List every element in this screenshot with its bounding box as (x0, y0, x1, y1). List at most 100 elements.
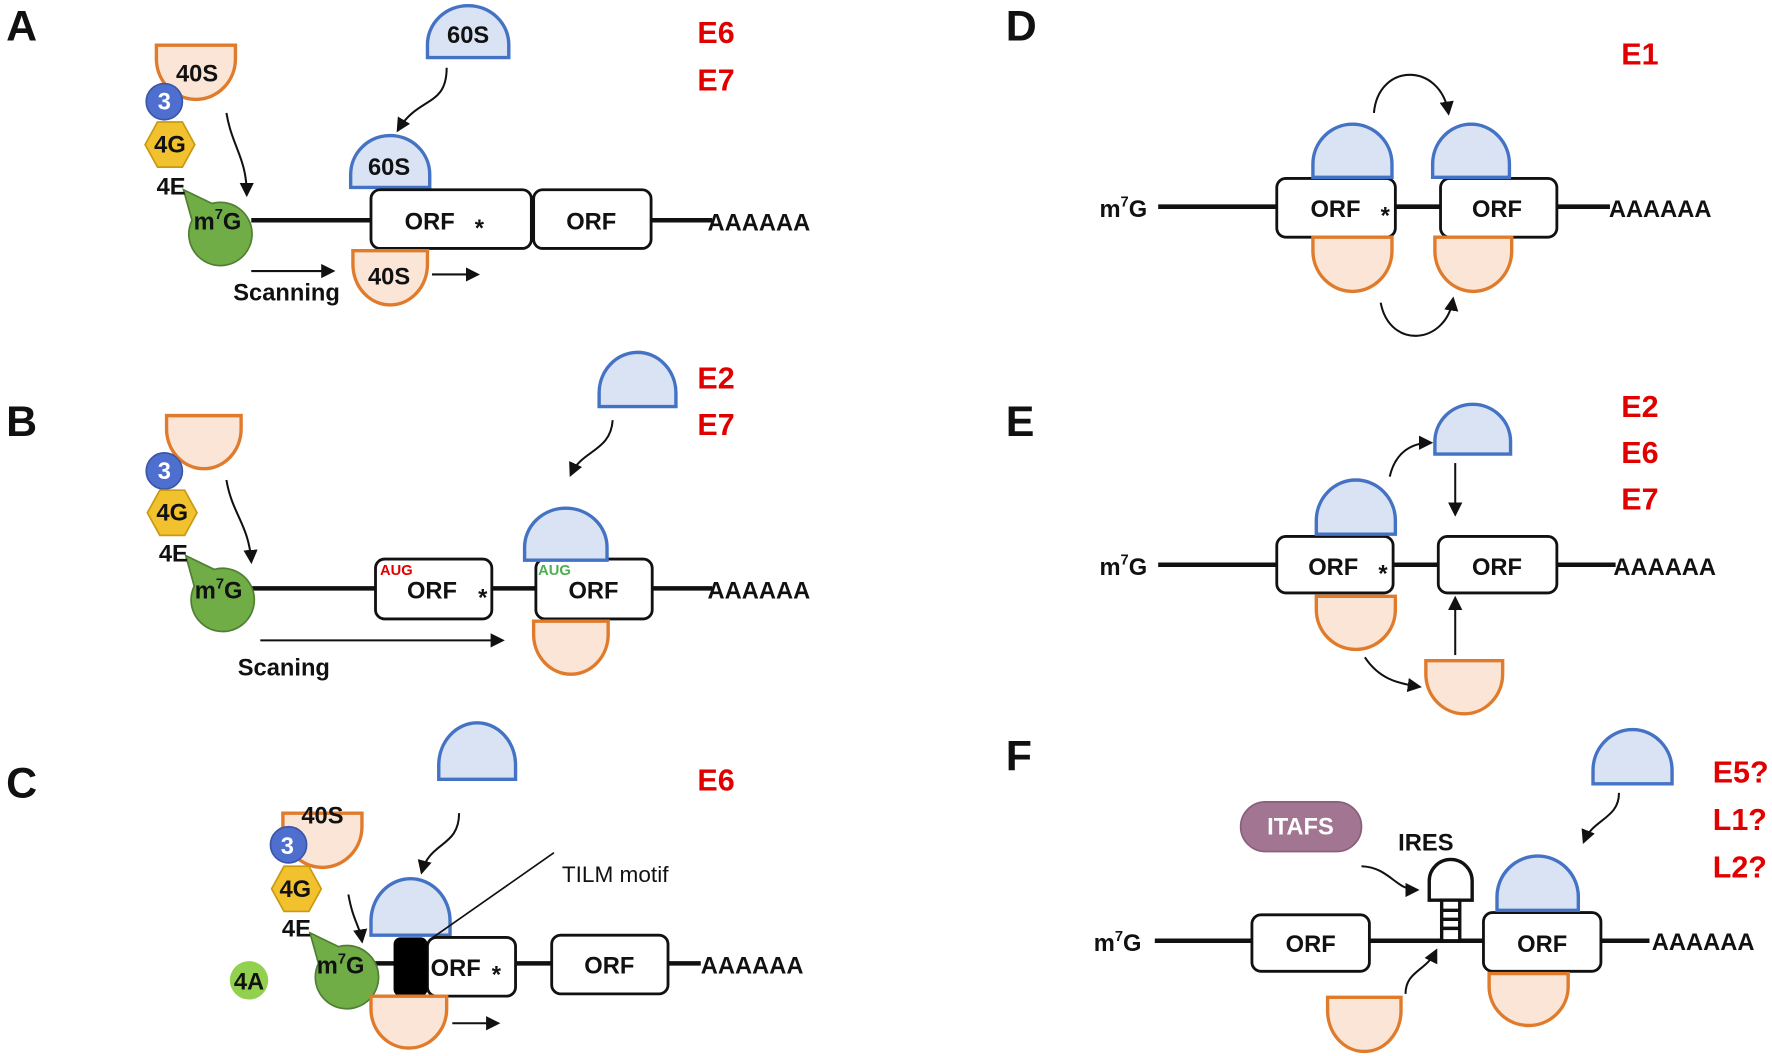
panel-c: C E6 40S 3 4G 4E 4A m7G ORF * ORF AAAAAA… (6, 759, 803, 995)
eif4e-shape (308, 931, 380, 1010)
panel-letter: C (6, 759, 37, 807)
panel-b: B E2 E7 3 4G 4E m7G AUG AUG ORF * ORF AA… (6, 362, 810, 682)
60s-subunit (1311, 122, 1394, 180)
gene-label: E6 (697, 16, 734, 50)
eif4g-hexagon (144, 121, 196, 168)
orf-box (1436, 535, 1559, 595)
40s-label: 40S (301, 803, 343, 829)
orf-label: ORF (566, 209, 616, 235)
polya-tail: AAAAAA (1613, 555, 1716, 581)
gene-label: L2? (1713, 851, 1767, 885)
panel-letter: D (1006, 3, 1037, 51)
eif3-label: 3 (281, 834, 294, 860)
aug-start-codon: AUG (380, 563, 413, 579)
stop-asterisk: * (475, 216, 485, 242)
60s-subunit (522, 506, 609, 562)
aug-start-codon: AUG (538, 563, 571, 579)
stop-asterisk: * (1378, 562, 1388, 588)
panel-d: D E1 m7G ORF * ORF AAAAAA (1006, 3, 1712, 230)
orf-box (1275, 535, 1395, 595)
60s-subunit (1430, 122, 1512, 180)
panel-letter: A (6, 3, 37, 51)
orf-label: ORF (584, 954, 634, 980)
orf-box (532, 188, 653, 250)
polya-tail: AAAAAA (1609, 197, 1712, 223)
40s-subunit (1325, 995, 1403, 1054)
40s-subunit (351, 249, 430, 307)
eif4e-label: 4E (282, 916, 311, 942)
gene-label: E2 (697, 362, 734, 396)
40s-label: 40S (176, 61, 218, 87)
panel-letter: E (1006, 398, 1035, 446)
orf-label: ORF (1517, 932, 1567, 958)
eif4a-label: 4A (234, 969, 264, 995)
gene-label: E2 (1621, 390, 1658, 424)
cap-label: m7G (317, 951, 365, 979)
cap-label: m7G (194, 207, 242, 235)
cap-label: m7G (1099, 553, 1147, 581)
polya-tail: AAAAAA (701, 954, 804, 980)
panel-letter: B (6, 398, 37, 446)
tilm-motif-block (393, 937, 428, 997)
60s-subunit (1495, 854, 1581, 912)
40s-label: 40S (368, 265, 410, 291)
orf-label: ORF (407, 579, 457, 605)
60s-subunit (437, 721, 518, 781)
60s-subunit (348, 133, 432, 190)
shapes-layer (144, 4, 1674, 1054)
cap-label: m7G (1099, 195, 1147, 223)
40s-subunit (1487, 971, 1570, 1028)
stop-asterisk: * (1381, 204, 1391, 230)
scanning-label: Scaning (238, 655, 330, 681)
arrow (1361, 865, 1420, 898)
stop-asterisk: * (492, 963, 502, 989)
polya-tail: AAAAAA (708, 210, 811, 236)
orf-label: ORF (1472, 555, 1522, 581)
orf-label: ORF (1310, 197, 1360, 223)
itafs-label: ITAFS (1267, 815, 1334, 841)
arrow (569, 420, 614, 477)
arrow (396, 67, 448, 133)
arrow (1372, 74, 1454, 116)
stop-asterisk: * (478, 585, 488, 611)
gene-label: E7 (697, 63, 734, 97)
40s-subunit (1314, 594, 1398, 652)
orf-label: ORF (431, 956, 481, 982)
gene-label: L1? (1713, 803, 1767, 837)
gene-label: E7 (697, 408, 734, 442)
arrow (225, 112, 254, 198)
arrow (1379, 296, 1459, 337)
tilm-motif-label: TILM motif (562, 862, 669, 887)
40s-subunit (154, 43, 238, 102)
60s-subunit (1591, 727, 1674, 786)
eif3-circle (145, 82, 184, 121)
polya-tail: AAAAAA (708, 579, 811, 605)
60s-label: 60S (447, 23, 489, 49)
orf-box (374, 557, 494, 621)
tilm-pointer-line (429, 852, 555, 941)
eif3-label: 3 (158, 90, 171, 116)
40s-subunit (164, 413, 243, 471)
gene-label: E6 (1621, 436, 1658, 470)
ires-label: IRES (1398, 830, 1453, 856)
arrow (1364, 656, 1422, 693)
panel-e: E E2 E6 E7 m7G ORF * ORF AAAAAA (1006, 390, 1716, 588)
orf-box (1482, 911, 1603, 973)
panel-a: A E6 E7 40S 3 4G 4E m7G 60S 60S ORF * OR… (6, 3, 810, 307)
polya-tail: AAAAAA (1652, 930, 1755, 956)
eif3-circle (145, 452, 184, 490)
orf-label: ORF (568, 579, 618, 605)
60s-subunit (369, 877, 452, 937)
orf-box (550, 933, 670, 996)
itafs-pill (1239, 801, 1363, 853)
arrow (1404, 948, 1438, 994)
orf-label: ORF (1472, 197, 1522, 223)
ires-loop (1427, 857, 1474, 902)
40s-subunit (369, 994, 449, 1050)
gene-label: E1 (1621, 37, 1658, 71)
eif4e-label: 4E (159, 541, 188, 567)
40s-subunit (1433, 235, 1514, 294)
scanning-label: Scanning (233, 280, 340, 306)
60s-subunit (425, 4, 511, 60)
40s-subunit (531, 619, 610, 676)
